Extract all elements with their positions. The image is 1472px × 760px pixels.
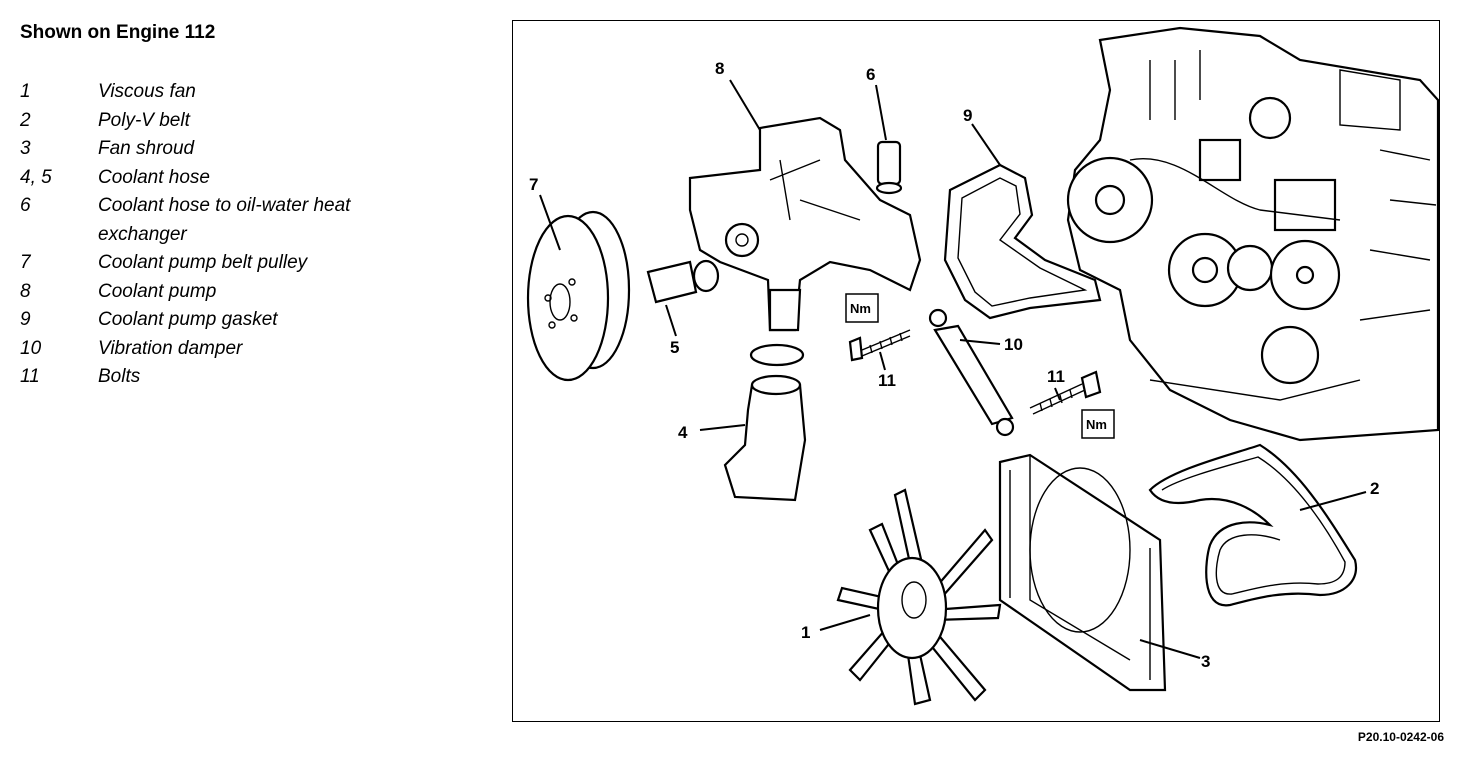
legend-item: 8 Coolant pump [20, 278, 440, 307]
legend-number: 2 [20, 109, 31, 131]
callout-4: 4 [678, 423, 688, 442]
legend-number: 8 [20, 280, 31, 302]
legend-description: Coolant hose to oil-water heat [98, 195, 351, 216]
legend-description: Coolant pump [98, 280, 217, 302]
coolant-hose-short [646, 259, 720, 304]
legend-description: Poly-V belt [98, 109, 190, 131]
callout-8: 8 [715, 59, 724, 78]
vibration-damper [928, 308, 1015, 437]
legend-number: 4, 5 [20, 166, 52, 188]
torque-label-text: Nm [1086, 417, 1107, 432]
bolt-lower [1029, 370, 1102, 415]
callout-2: 2 [1370, 479, 1379, 498]
callout-11-lower: 11 [1047, 367, 1065, 386]
coolant-pump [688, 116, 922, 332]
diagram-frame [512, 20, 1440, 722]
legend-item: 11 Bolts [20, 363, 440, 392]
legend-description: Viscous fan [98, 81, 196, 102]
oil-water-heat-exchanger-hose [875, 140, 903, 195]
legend-item: exchanger [20, 221, 440, 250]
legend-item: 9 Coolant pump gasket [20, 306, 440, 335]
figure-code: P20.10-0242-06 [1357, 730, 1444, 744]
viscous-fan [836, 488, 1002, 706]
torque-label-lower: Nm [1081, 409, 1115, 439]
poly-v-belt [1148, 443, 1358, 607]
page-title: Shown on Engine 112 [20, 22, 216, 43]
engine-block [1066, 26, 1440, 442]
legend-description: Bolts [98, 366, 141, 387]
legend-number: 11 [20, 366, 40, 387]
callout-6: 6 [866, 65, 875, 84]
legend-description: Coolant hose [98, 166, 210, 188]
torque-label-text: Nm [850, 301, 871, 316]
legend-item: 1 Viscous fan [20, 78, 440, 107]
legend-description: Vibration damper [98, 337, 243, 359]
callout-7: 7 [529, 175, 538, 194]
torque-label-upper: Nm [845, 293, 879, 323]
coolant-hose-long [723, 343, 807, 502]
fan-shroud [998, 453, 1167, 692]
callout-9: 9 [963, 106, 972, 125]
legend-number: 7 [20, 252, 31, 273]
legend-description: exchanger [98, 223, 187, 245]
legend-item: 10 Vibration damper [20, 335, 440, 364]
legend-number: 10 [20, 337, 42, 359]
legend-item: 7 Coolant pump belt pulley [20, 249, 440, 278]
callout-3: 3 [1201, 652, 1210, 671]
legend-item: 4, 5 Coolant hose [20, 164, 440, 193]
bolt-upper [848, 329, 911, 362]
legend-description: Coolant pump belt pulley [98, 252, 308, 273]
coolant-pump-belt-pulley [526, 210, 631, 382]
coolant-pump-gasket [943, 163, 1102, 320]
callout-1: 1 [801, 623, 810, 642]
callout-5: 5 [670, 338, 679, 357]
legend-item: 6 Coolant hose to oil-water heat [20, 192, 440, 221]
legend-number: 1 [20, 81, 31, 102]
legend-item: 2 Poly-V belt [20, 107, 440, 136]
callout-10: 10 [1004, 335, 1023, 354]
legend-description: Fan shroud [98, 138, 195, 159]
legend-item: 3 Fan shroud [20, 135, 440, 164]
leader-lines [539, 79, 1367, 659]
legend-description: Coolant pump gasket [98, 309, 278, 330]
parts-legend: 1 Viscous fan 2 Poly-V belt 3 Fan shroud 4,… [20, 78, 440, 392]
legend-number: 6 [20, 195, 31, 216]
legend-number: 3 [20, 138, 31, 159]
legend-number: 9 [20, 309, 31, 330]
callout-11-upper: 11 [878, 371, 896, 390]
